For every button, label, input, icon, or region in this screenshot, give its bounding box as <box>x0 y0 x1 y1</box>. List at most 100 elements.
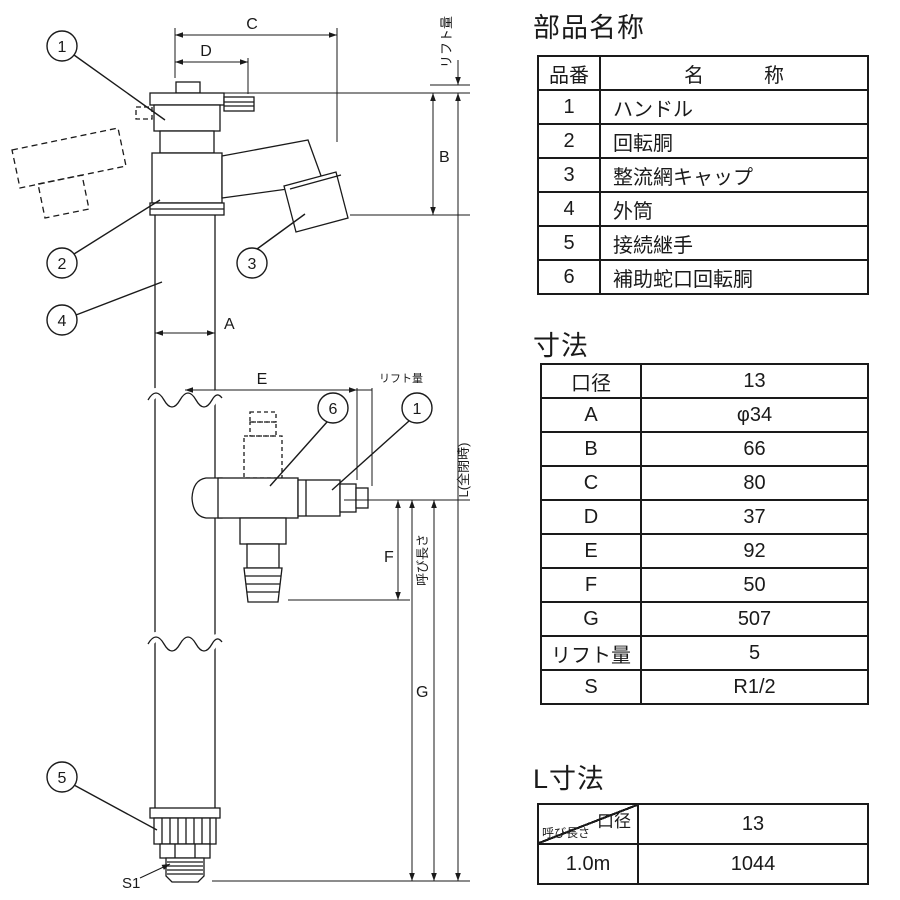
nipple-mid <box>246 543 280 569</box>
nipple-upper <box>239 517 287 545</box>
dim-value-cell: 80 <box>640 465 869 501</box>
callout-3 <box>236 247 268 279</box>
joint-knurled-nut <box>153 817 217 845</box>
part-number-cell: 4 <box>537 191 601 227</box>
l-table-title: L寸法 <box>533 764 606 794</box>
aux-faucet-body <box>217 477 299 519</box>
dim-g-label: G <box>416 684 428 701</box>
dim-key-cell: C <box>540 465 642 501</box>
dims-row: A φ34 <box>540 397 869 433</box>
callout-numbers: 1 2 3 4 5 6 1 <box>58 39 422 787</box>
l-table-header-row: 口径 呼び長さ 13 <box>537 803 869 845</box>
aux-handle-knob <box>355 487 369 509</box>
callout-6 <box>317 392 349 424</box>
dim-key-cell: D <box>540 499 642 535</box>
callout-1 <box>46 30 78 62</box>
dim-e-label: E <box>257 371 268 388</box>
l-table-length-cell: 1.0m <box>537 843 639 885</box>
svg-text:4: 4 <box>58 313 67 330</box>
callout-2 <box>46 247 78 279</box>
aux-rotating-body <box>297 479 341 517</box>
svg-text:1: 1 <box>413 401 422 418</box>
part-number-cell: 6 <box>537 259 601 295</box>
s1-label: S1 <box>122 875 140 892</box>
dim-f-label: F <box>384 549 394 566</box>
part-name-cell: 接続継手 <box>599 225 869 261</box>
l-table-value-cell: 1044 <box>637 843 869 885</box>
handle-dashed-notch <box>135 106 153 120</box>
dim-key-cell: 口径 <box>540 363 642 399</box>
dim-value-cell: 5 <box>640 635 869 671</box>
dim-value-cell: 66 <box>640 431 869 467</box>
part-name-cell: 補助蛇口回転胴 <box>599 259 869 295</box>
callout-1b <box>401 392 433 424</box>
dim-value-cell: 50 <box>640 567 869 603</box>
dims-row: F 50 <box>540 567 869 603</box>
handle-spigot <box>223 96 255 112</box>
part-number-cell: 5 <box>537 225 601 261</box>
parts-row: 4 外筒 <box>537 191 869 227</box>
dims-row: 口径 13 <box>540 363 869 399</box>
dim-key-cell: E <box>540 533 642 569</box>
parts-header-row: 品番 名 称 <box>537 55 869 91</box>
dims-row: S R1/2 <box>540 669 869 705</box>
faucet-outline <box>11 81 369 883</box>
svg-text:1: 1 <box>58 39 67 56</box>
faucet-technical-drawing: C D B A E F G S1 リフト量 リフト量 L(全閉時) 呼び長さ <box>11 16 471 892</box>
dim-value-cell: 92 <box>640 533 869 569</box>
dim-key-cell: A <box>540 397 642 433</box>
handle-swing-dashed-outline-2 <box>37 174 90 219</box>
lift-amount-label-top: リフト量 <box>439 16 454 68</box>
dims-row: B 66 <box>540 431 869 467</box>
parts-table-title: 部品名称 <box>533 13 645 43</box>
l-total-length-label: L(全閉時) <box>456 443 471 498</box>
callouts <box>46 30 433 831</box>
dims-row: D 37 <box>540 499 869 535</box>
svg-text:3: 3 <box>248 256 257 273</box>
dim-d-label: D <box>200 43 212 60</box>
neck <box>159 130 215 154</box>
handle-top <box>149 92 225 106</box>
parts-col-no-header: 品番 <box>537 55 601 91</box>
svg-text:2: 2 <box>58 256 67 273</box>
dims-table-title: 寸法 <box>533 331 589 361</box>
aux-handle-cap <box>339 483 357 513</box>
l-table-diagonal-header-cell: 口径 呼び長さ <box>537 803 639 845</box>
l-table-diameter-value: 13 <box>637 803 869 845</box>
parts-row: 3 整流網キャップ <box>537 157 869 193</box>
dims-row: C 80 <box>540 465 869 501</box>
dim-value-cell: 13 <box>640 363 869 399</box>
part-name-cell: ハンドル <box>599 89 869 125</box>
dims-row: G 507 <box>540 601 869 637</box>
dim-b-label: B <box>439 149 450 166</box>
parts-row: 2 回転胴 <box>537 123 869 159</box>
dim-a-label: A <box>224 316 235 333</box>
dim-key-cell: B <box>540 431 642 467</box>
lift-amount-label-mid: リフト量 <box>379 372 423 385</box>
dim-c-label: C <box>246 16 258 33</box>
part-name-cell: 整流網キャップ <box>599 157 869 193</box>
parts-table: 品番 名 称 1 ハンドル 2 回転胴 3 整流網キャップ 4 外筒 5 接続継… <box>537 55 869 295</box>
svg-text:6: 6 <box>329 401 338 418</box>
pipe-break-lines <box>143 388 227 656</box>
parts-col-name-header: 名 称 <box>599 55 869 91</box>
callout-4 <box>46 304 78 336</box>
dim-value-cell: 507 <box>640 601 869 637</box>
handle-swing-dashed-outline <box>11 127 127 189</box>
dim-key-cell: リフト量 <box>540 635 642 671</box>
dim-key-cell: S <box>540 669 642 705</box>
hose-connector-dashed <box>243 435 283 479</box>
parts-row: 1 ハンドル <box>537 89 869 125</box>
part-number-cell: 2 <box>537 123 601 159</box>
handle-stem <box>175 81 201 94</box>
part-name-cell: 回転胴 <box>599 123 869 159</box>
l-dims-table: 口径 呼び長さ 13 1.0m 1044 <box>537 803 869 885</box>
parts-row: 5 接続継手 <box>537 225 869 261</box>
part-number-cell: 1 <box>537 89 601 125</box>
rotating-body <box>151 152 223 204</box>
nominal-length-label: 呼び長さ <box>415 534 430 586</box>
svg-text:5: 5 <box>58 770 67 787</box>
dimension-lines <box>139 28 470 882</box>
dims-row: E 92 <box>540 533 869 569</box>
dimension-labels: C D B A E F G S1 リフト量 リフト量 L(全閉時) 呼び長さ <box>122 16 471 892</box>
